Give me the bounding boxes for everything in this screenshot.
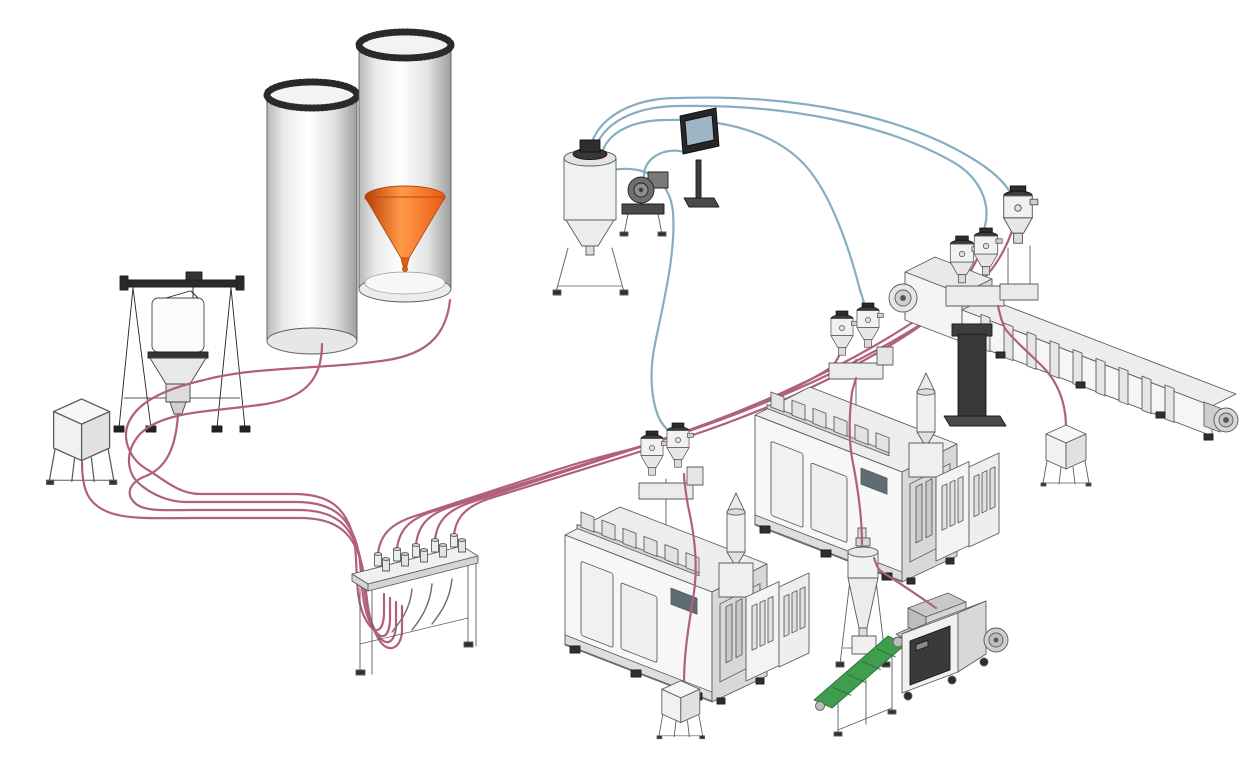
vacuum-dryer: Drying hopper [552,139,629,296]
panel-pole [695,159,702,199]
material-line-bin2 [996,304,1068,430]
material-lines [682,304,1068,686]
material-line-feed-4 [433,200,1020,542]
gantry-beam [125,279,239,288]
extrusion-line: Extruder line with hopper loaders [888,185,1239,441]
granulator: Granulator [895,592,1009,701]
hoist-trolley [185,271,203,281]
vacuum-line-2 [600,118,869,318]
material-line-bin [80,460,404,650]
cyclone-bin [851,635,877,655]
caster-wheel [947,675,957,685]
panel-screen [684,114,715,147]
cyclone-cone [847,577,879,629]
column-base [943,415,1007,427]
support-column [957,333,987,419]
vacuum-line-4 [592,104,988,246]
coupling-station: Coupling / distribution station [351,533,479,676]
caster-wheel [979,657,989,667]
dryer-body [563,157,617,221]
material-drop [402,266,408,272]
hopper-loader-top [1003,185,1039,244]
big-bag-unloading-station: Big-bag unloading station [113,271,251,433]
storage-silo-2: Storage silo with material cone [355,28,455,303]
material-line-bigbag [128,412,398,644]
vacuum-blower: Vacuum blower [619,171,669,237]
hopper-loader [973,227,1003,276]
control-cabinet: Central control cabinet [679,107,720,208]
silo-bottom [266,327,358,355]
cyclone-separator: Cyclone separator [835,527,891,668]
dryer-cap [579,139,601,153]
panel-base [683,197,720,208]
bag-support-ring [147,351,209,359]
discharge-hopper [149,357,207,385]
storage-silo-1: Storage silo [263,78,361,355]
dryer-outlet [585,245,595,256]
extruder-feet [995,351,1214,441]
hanging-hose [431,578,453,625]
material-line-silo1 [127,342,392,638]
dosing-platform [945,285,1005,307]
vacuum-line-3 [588,96,1015,200]
dryer-cone [565,219,615,247]
loader-stand [999,283,1039,301]
vacuum-lines: Vacuum lines [588,96,1015,436]
bin-symbol-use [1040,424,1092,487]
silo-rim [263,78,361,112]
silo-body [266,94,358,342]
grinder-panel [909,625,951,686]
tail-drum [815,701,825,711]
caster-wheel [903,691,913,701]
coupler-row-2 [382,538,466,572]
floor-bin-2: Material bin [1040,424,1092,487]
big-bag [151,297,205,353]
head-drum [892,636,904,648]
coupler-row-1 [374,533,458,567]
silo-interior [364,271,446,295]
hanging-hose [391,588,413,633]
material-line-bin1 [682,472,697,686]
grinder-side [957,600,987,673]
hanging-hose [411,583,433,631]
silo-rim [355,28,455,62]
cone-spout [400,257,410,267]
vacuum-line-blower [642,149,686,178]
material-line-grinder-cyclone [872,556,938,610]
blower-base [621,203,665,215]
material-line-cyclone-machine2 [848,376,864,546]
bin-symbol-use [656,680,706,740]
floor-bin-1: Material bin [656,680,706,740]
